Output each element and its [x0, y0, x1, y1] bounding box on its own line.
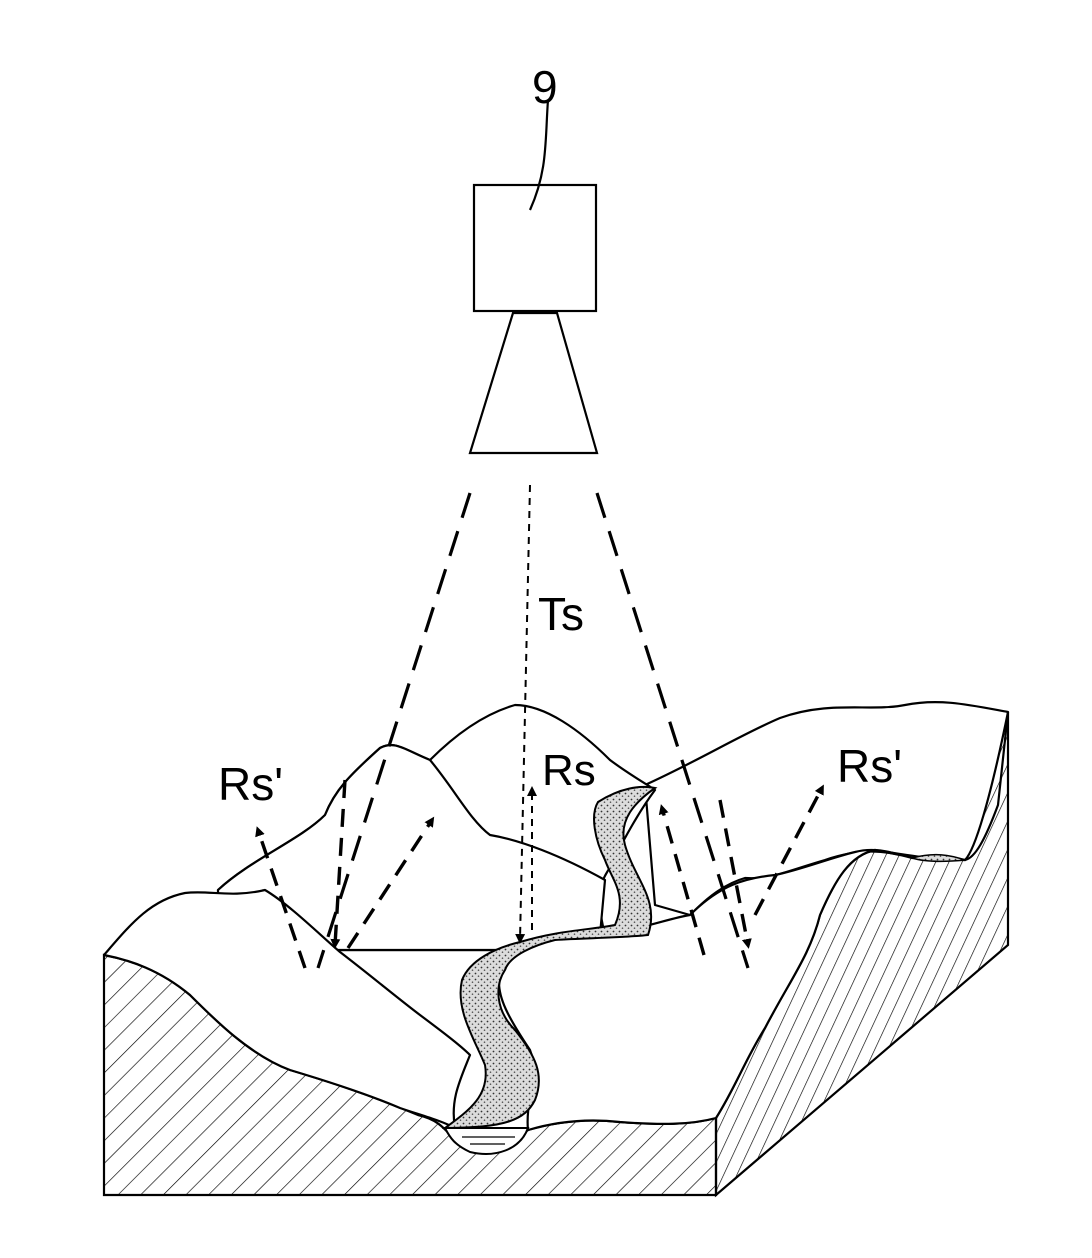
sensor-horn-antenna — [470, 313, 597, 453]
sensor-body — [474, 185, 596, 311]
radar-sensor: 9 — [470, 61, 597, 453]
sensor-ref-numeral: 9 — [532, 61, 558, 113]
scatter-label-left: Rs' — [218, 758, 283, 810]
transmit-label: Ts — [538, 588, 584, 640]
receive-label: Rs — [542, 746, 596, 795]
scatter-label-right: Rs' — [837, 740, 902, 792]
